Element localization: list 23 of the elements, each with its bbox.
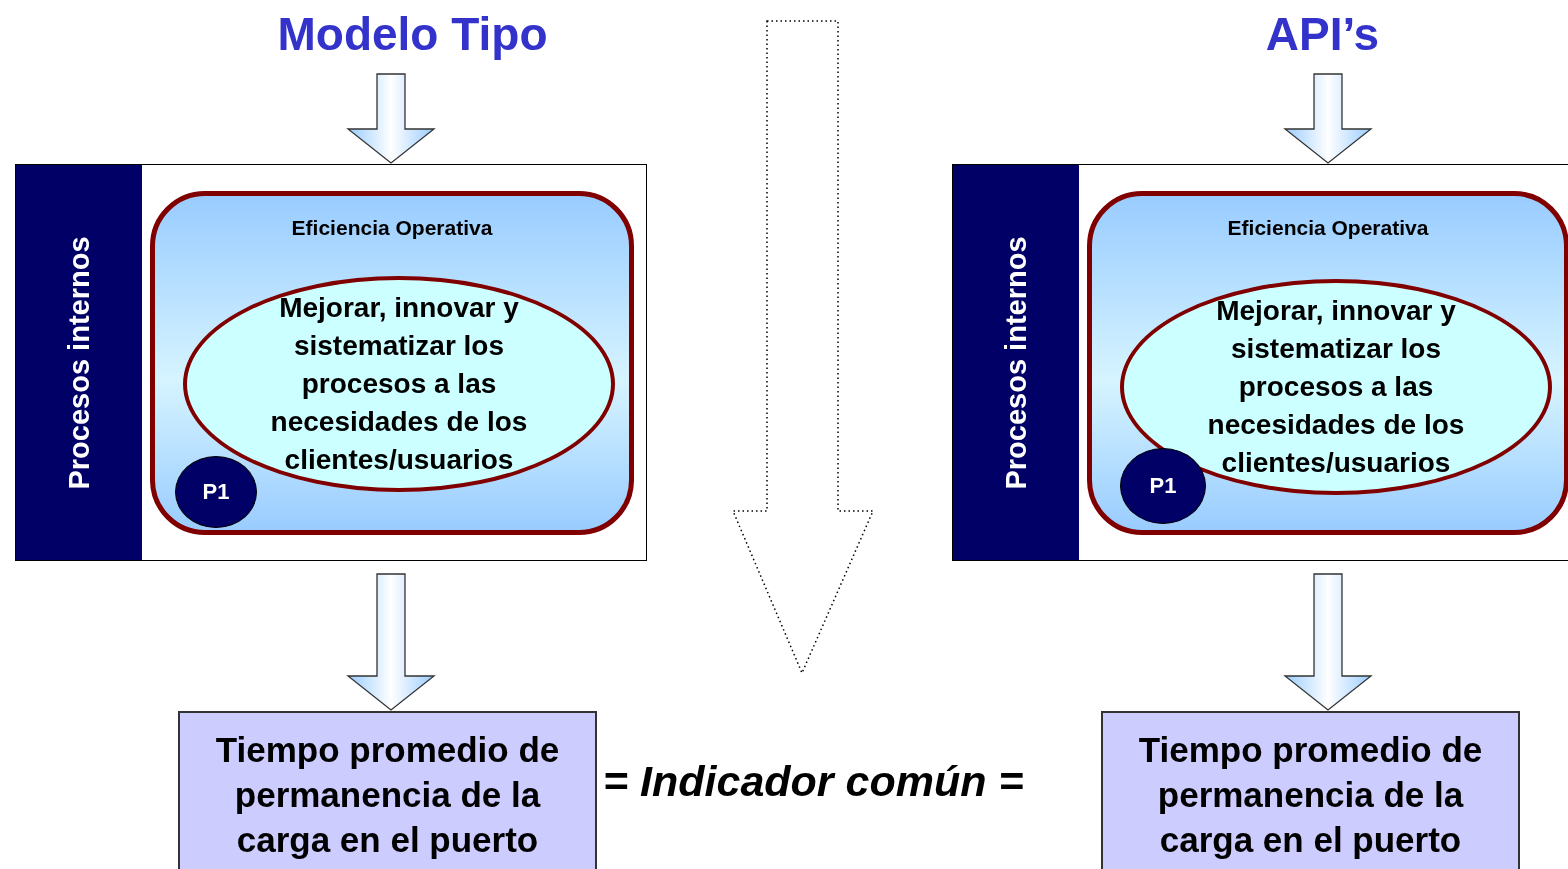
title-text: Modelo Tipo — [260, 6, 565, 62]
band-label: Procesos internos — [62, 236, 96, 489]
process-circle: P1 — [175, 456, 257, 528]
common-indicator-label: = Indicador común = — [603, 757, 1024, 806]
perspective-panel — [15, 164, 647, 561]
block-arrow — [1283, 73, 1373, 164]
block-arrow — [346, 73, 436, 164]
objective-heading: Eficiencia Operativa — [1227, 216, 1429, 240]
title-text: API’s — [1200, 6, 1445, 62]
objective-text: Mejorar, innovar y sistematizar los procesos a las necesidades de los clientes/usuarios — [269, 291, 529, 477]
indicator-box — [178, 711, 597, 869]
objective-box — [150, 191, 634, 535]
indicator-text: Tiempo promedio de permanencia de la carga en el puerto — [1137, 729, 1484, 861]
band-label: Procesos internos — [999, 236, 1033, 489]
indicator-box — [1101, 711, 1520, 869]
perspective-panel — [952, 164, 1568, 561]
indicator-text: Tiempo promedio de permanencia de la carga en el puerto — [214, 729, 561, 861]
block-arrow — [1283, 573, 1373, 711]
objective-box — [1087, 191, 1568, 535]
objective-text: Mejorar, innovar y sistematizar los procesos a las necesidades de los clientes/usuarios — [1206, 294, 1466, 480]
process-circle: P1 — [1120, 448, 1206, 524]
objective-heading: Eficiencia Operativa — [291, 216, 493, 240]
block-arrow — [346, 573, 436, 711]
